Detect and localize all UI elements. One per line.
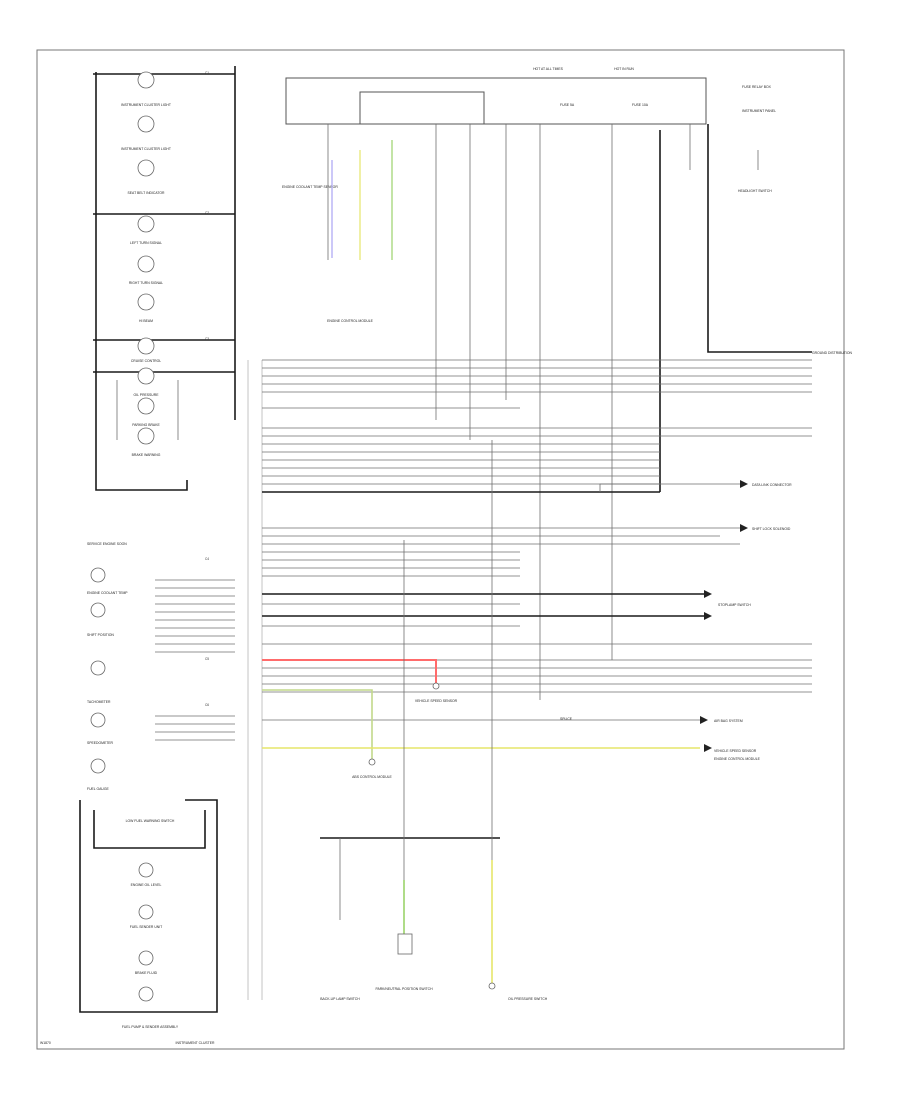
gauge-label-3: SHIFT POSITION	[87, 633, 114, 637]
right-target-1: DATA LINK CONNECTOR	[752, 483, 792, 487]
connector-c2: C2	[205, 211, 209, 215]
connector-c4: C4	[205, 557, 209, 561]
horizontal-wires	[262, 359, 812, 721]
gauge-2: ENGINE COOLANT TEMP	[87, 591, 128, 618]
fuse-b-label: FUSE 10A	[632, 103, 649, 107]
lamp-8: OIL PRESSURE	[134, 367, 160, 397]
gauge-label-1: SERVICE ENGINE SOON	[87, 542, 127, 546]
footer-center-title: INSTRUMENT CLUSTER	[176, 1041, 215, 1045]
lamp-label-9: PARKING BRAKE	[132, 423, 160, 427]
top-fuse-block: HOT AT ALL TIMES HOT IN RUN FUSE 5A FUSE…	[282, 67, 776, 323]
lamp-label-3: SEAT BELT INDICATOR	[128, 191, 165, 195]
lamp-5: RIGHT TURN SIGNAL	[129, 255, 163, 285]
hot-in-run-label: HOT IN RUN	[614, 67, 634, 71]
fuel-box: LOW FUEL WARNING SWITCH ENGINE OIL LEVEL…	[79, 799, 218, 1013]
top-vertical-wires	[327, 124, 812, 700]
fuse-block-label: HOT AT ALL TIMES	[533, 67, 564, 71]
gauge-label-5: SPEEDOMETER	[87, 741, 114, 745]
bottom-left-label: BACK-UP LAMP SWITCH	[320, 997, 360, 1001]
gauge-4: TACHOMETER	[87, 700, 111, 728]
gauge-feed-lines	[155, 579, 235, 741]
gauge-3: SHIFT POSITION	[87, 633, 114, 676]
colored-wires	[262, 659, 700, 984]
lamp-label-2: INSTRUMENT CLUSTER LIGHT	[121, 147, 171, 151]
cluster-column: INSTRUMENT CLUSTER LIGHT INSTRUMENT CLUS…	[79, 66, 236, 1029]
right-block-label: FUSE RELAY BOX	[742, 85, 772, 89]
right-target-4: GROUND DISTRIBUTION	[812, 351, 852, 355]
speed-sensor-label: VEHICLE SPEED SENSOR	[415, 699, 458, 703]
lamp-1: INSTRUMENT CLUSTER LIGHT	[121, 71, 171, 107]
lamp-label-6: HI BEAM	[139, 319, 153, 323]
right-arrows	[700, 480, 748, 752]
right-target-3: STOPLAMP SWITCH	[718, 603, 751, 607]
headlight-switch-label: HEADLIGHT SWITCH	[738, 189, 772, 193]
left-stack-label: ENGINE COOLANT TEMP SENSOR	[282, 185, 338, 189]
lamp-7: CRUISE CONTROL	[131, 337, 161, 363]
fuel-box-item-2: ENGINE OIL LEVEL	[131, 883, 162, 887]
footer-left-code: W1870	[40, 1041, 51, 1045]
lamp-6: HI BEAM	[137, 293, 155, 323]
lamp-label-10: BRAKE WARNING	[132, 453, 161, 457]
gauge-5: SPEEDOMETER	[87, 741, 114, 774]
lamp-label-7: CRUISE CONTROL	[131, 359, 161, 363]
bottom-mid-label: PARK/NEUTRAL POSITION SWITCH	[375, 987, 433, 991]
lamp-4: LEFT TURN SIGNAL	[130, 215, 162, 245]
lamp-label-8: OIL PRESSURE	[134, 393, 160, 397]
lamp-3: SEAT BELT INDICATOR	[128, 159, 165, 195]
lamp-9: PARKING BRAKE	[132, 397, 160, 427]
abs-module-label: ABS CONTROL MODULE	[352, 775, 392, 779]
connector-c3: C3	[205, 337, 209, 341]
fuse-a-label: FUSE 5A	[560, 103, 575, 107]
gauge-label-2: ENGINE COOLANT TEMP	[87, 591, 128, 595]
right-sub-label: INSTRUMENT PANEL	[742, 109, 776, 113]
connector-c5: C5	[205, 657, 209, 661]
ecm-label: ENGINE CONTROL MODULE	[327, 319, 374, 323]
right-target-6: VEHICLE SPEED SENSOR	[714, 749, 757, 753]
middle-components: VEHICLE SPEED SENSOR ABS CONTROL MODULE …	[320, 440, 573, 1001]
lamp-label-1: INSTRUMENT CLUSTER LIGHT	[121, 103, 171, 107]
gauge-label-4: TACHOMETER	[87, 700, 111, 704]
connector-pins	[247, 360, 263, 1000]
right-target-5: AIR BAG SYSTEM	[714, 719, 743, 723]
gauge-1: SERVICE ENGINE SOON	[87, 542, 127, 583]
fuel-box-item-3: FUEL SENDER UNIT	[130, 925, 162, 929]
bottom-right-label: OIL PRESSURE SWITCH	[508, 997, 548, 1001]
right-target-2: SHIFT LOCK SOLENOID	[752, 527, 791, 531]
lamp-2: INSTRUMENT CLUSTER LIGHT	[121, 115, 171, 151]
splice-label: SPLICE	[560, 717, 573, 721]
lamp-10: BRAKE WARNING	[132, 427, 161, 457]
lamp-label-4: LEFT TURN SIGNAL	[130, 241, 162, 245]
diagram-frame	[36, 49, 845, 1050]
fuel-box-item-1: LOW FUEL WARNING SWITCH	[126, 819, 175, 823]
connector-c6: C6	[205, 703, 209, 707]
gauge-label-6: FUEL GAUGE	[87, 787, 109, 791]
right-target-labels: DATA LINK CONNECTOR SHIFT LOCK SOLENOID …	[714, 351, 852, 761]
connector-c1: C1	[205, 71, 209, 75]
fuel-box-bottom-label: FUEL PUMP & SENDER ASSEMBLY	[122, 1025, 179, 1029]
lamp-label-5: RIGHT TURN SIGNAL	[129, 281, 163, 285]
fuel-box-item-4: BRAKE FLUID	[135, 971, 158, 975]
right-target-7: ENGINE CONTROL MODULE	[714, 757, 761, 761]
connector-tags: C1 C2 C3 C4 C5 C6	[205, 71, 209, 707]
